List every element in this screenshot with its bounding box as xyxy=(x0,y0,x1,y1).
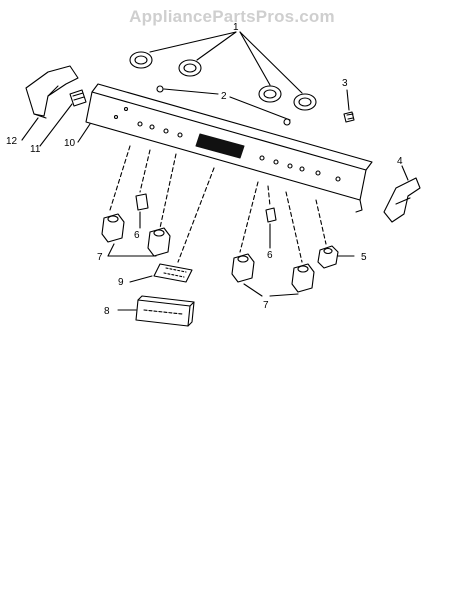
part-8-clock xyxy=(117,295,195,327)
part-11-clip xyxy=(69,89,87,107)
part-5-switch xyxy=(317,245,355,269)
callout-11: 11 xyxy=(30,144,41,155)
part-10-backguard xyxy=(85,83,373,213)
callout-1: 1 xyxy=(233,22,239,33)
part-7-switches xyxy=(101,213,315,293)
part-9-board xyxy=(129,263,193,283)
callout-10: 10 xyxy=(64,138,76,149)
callout-6a: 6 xyxy=(134,230,140,241)
part-3-screw xyxy=(343,89,355,123)
part-1-bezels xyxy=(129,51,317,111)
leader-1 xyxy=(149,31,303,94)
callout-12: 12 xyxy=(6,136,18,147)
callout-6b: 6 xyxy=(267,250,273,261)
callout-4: 4 xyxy=(397,156,403,167)
callout-8: 8 xyxy=(104,306,110,317)
leader-lines xyxy=(21,103,299,297)
part-2-grommets xyxy=(156,85,291,126)
callout-7b: 7 xyxy=(263,300,269,311)
callout-2: 2 xyxy=(221,91,227,102)
part-4-end-cap xyxy=(383,165,421,223)
part-6-switches xyxy=(135,193,277,249)
watermark-logo: AppliancePartsPros.com xyxy=(129,7,335,26)
display-window xyxy=(195,133,245,159)
callout-7a: 7 xyxy=(97,252,103,263)
part-12-end-cap xyxy=(25,65,79,119)
callout-9: 9 xyxy=(118,277,124,288)
alignment-lines xyxy=(109,145,327,263)
callout-5: 5 xyxy=(361,252,367,263)
callout-3: 3 xyxy=(342,78,348,89)
